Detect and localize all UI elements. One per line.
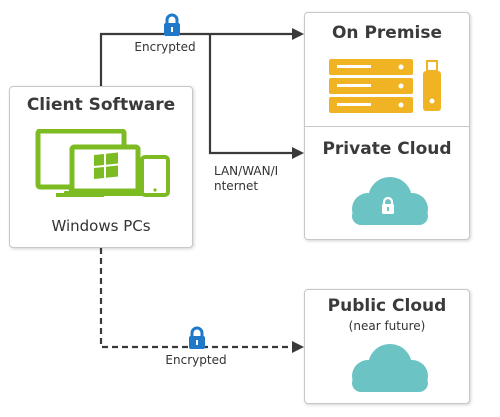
client-software-subtitle: Windows PCs <box>51 217 151 235</box>
locked-cloud-icon <box>352 177 428 225</box>
network-label-line1: LAN/WAN/I <box>214 164 279 178</box>
server-rack-icon <box>329 59 441 113</box>
dashed-connector-to-public-cloud <box>99 248 292 349</box>
solid-connector-to-on-premise <box>99 32 292 86</box>
padlock-icon <box>189 326 205 349</box>
private-cloud-title: Private Cloud <box>322 139 452 159</box>
on-premise-title: On Premise <box>331 23 443 43</box>
public-cloud-title: Public Cloud <box>327 296 447 316</box>
top-connection-label: Encrypted <box>125 40 205 54</box>
client-software-title: Client Software <box>26 95 176 115</box>
padlock-icon <box>164 13 180 36</box>
arrowhead-on-premise <box>292 28 304 40</box>
client-software-box: Client Software Windows PCs <box>9 86 193 248</box>
network-label: LAN/WAN/I nternet <box>214 164 278 194</box>
public-cloud-note: (near future) <box>348 319 426 333</box>
windows-devices-icon <box>35 129 170 197</box>
box-divider <box>305 126 469 127</box>
network-label-line2: nternet <box>214 179 259 193</box>
solid-connector-to-private-cloud <box>208 34 292 155</box>
arrowhead-public-cloud <box>292 341 304 353</box>
bottom-connection-label: Encrypted <box>156 353 236 367</box>
on-premise-box: On Premise Private Cloud <box>304 12 470 240</box>
public-cloud-box: Public Cloud (near future) <box>304 289 470 404</box>
cloud-icon <box>352 344 428 392</box>
arrowhead-private-cloud <box>292 147 304 159</box>
